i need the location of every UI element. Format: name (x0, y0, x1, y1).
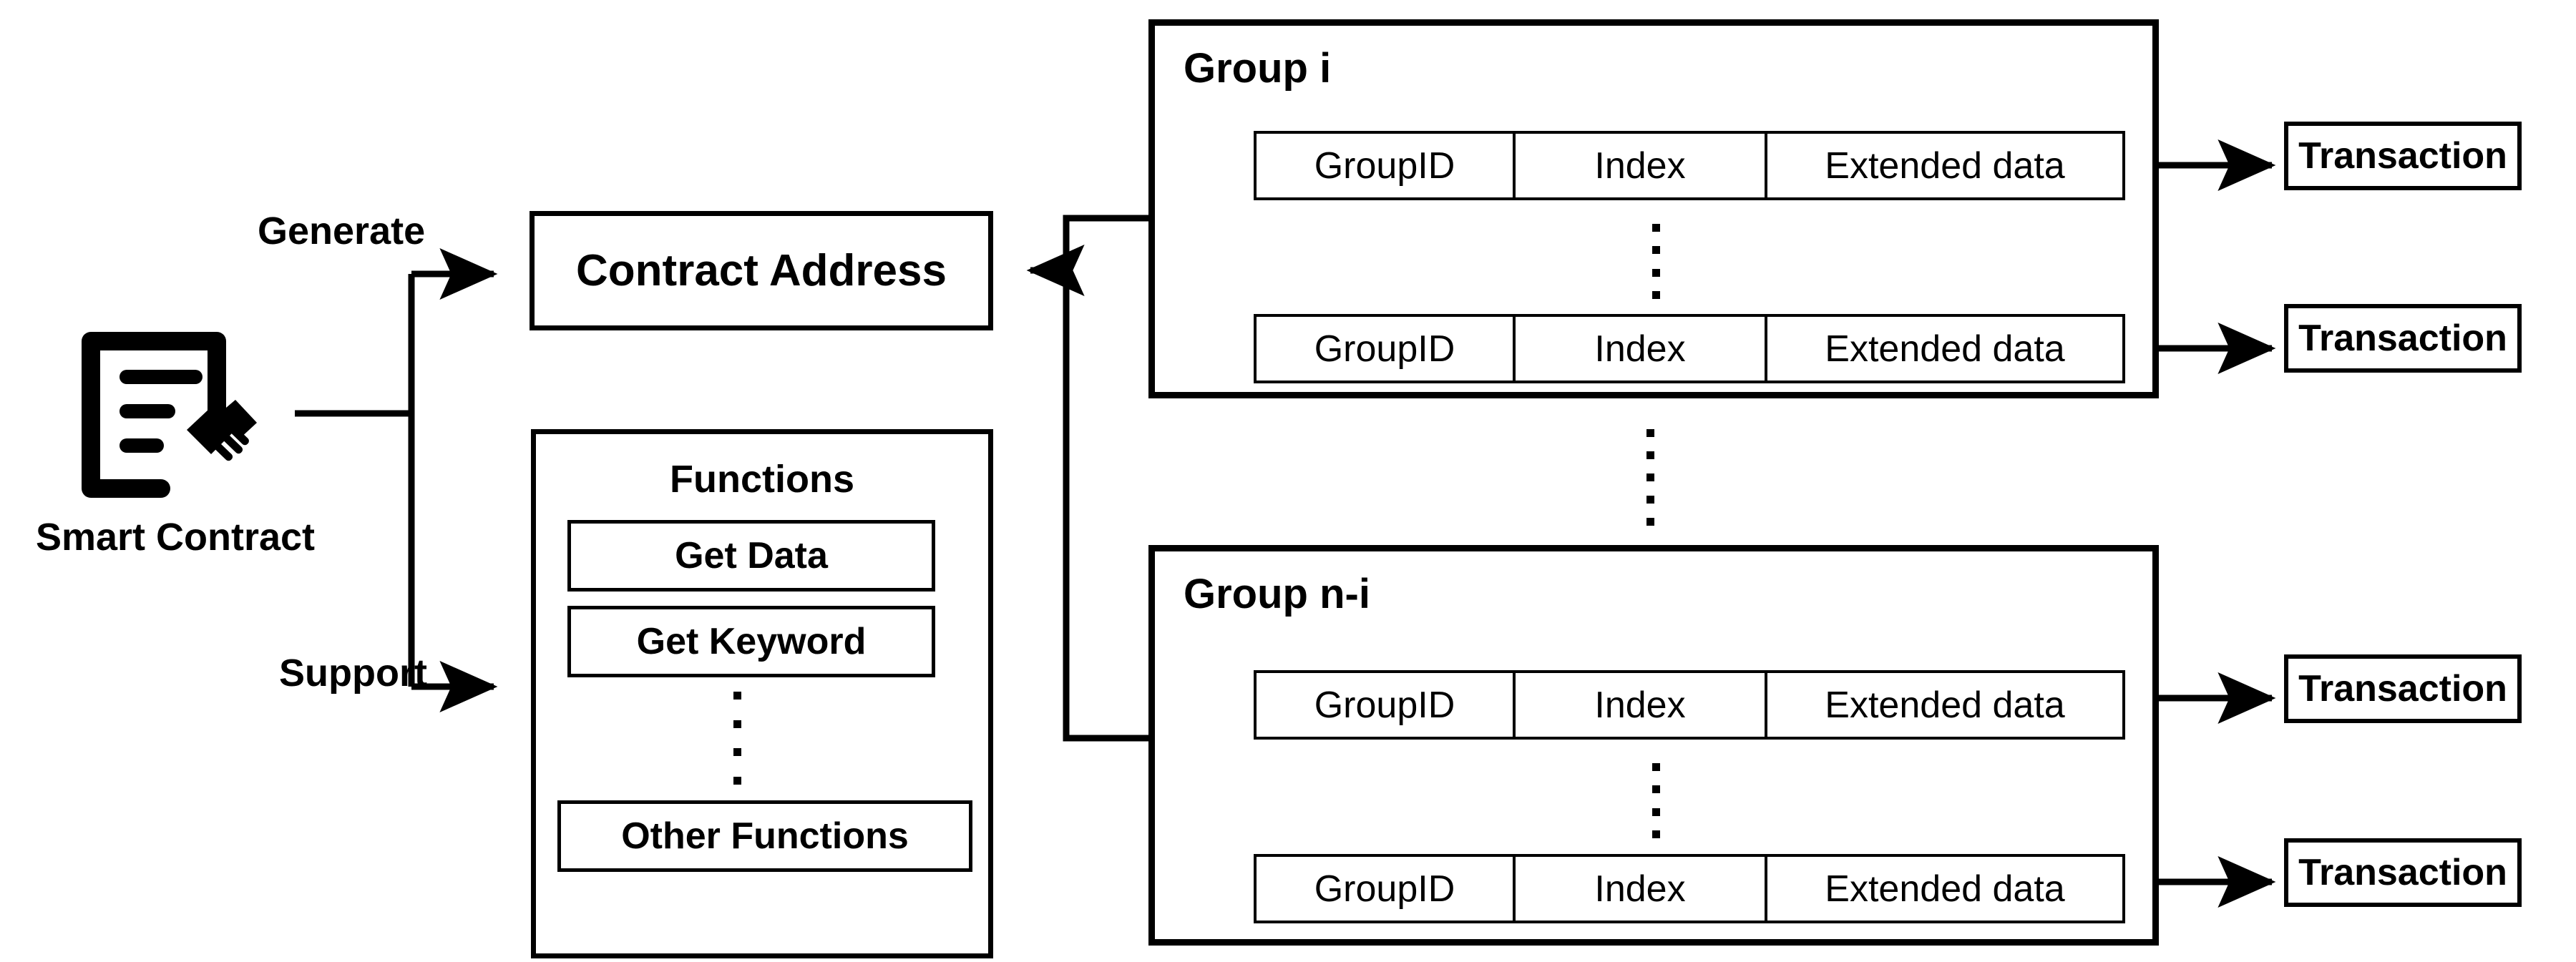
record-row[interactable]: GroupID Index Extended data (1254, 670, 2125, 740)
group-panel-n-i: Group n-i GroupID Index Extended data Gr… (1148, 545, 2159, 946)
wire-smartcontract-branch (295, 274, 415, 687)
function-item-get-data[interactable]: Get Data (567, 520, 935, 592)
function-item-label: Get Keyword (636, 621, 867, 662)
functions-title: Functions (670, 458, 854, 501)
record-cell-index: Index (1513, 857, 1765, 921)
group-rows-ellipsis-dots (1652, 224, 1660, 299)
record-cell-extended-data: Extended data (1765, 857, 2122, 921)
contract-address-box[interactable]: Contract Address (530, 211, 993, 330)
smart-contract-icon (75, 325, 283, 504)
transaction-box[interactable]: Transaction (2284, 654, 2522, 723)
edge-label-support: Support (279, 652, 427, 694)
record-cell-groupid: GroupID (1314, 684, 1455, 726)
transaction-label: Transaction (2298, 668, 2507, 710)
transaction-label: Transaction (2298, 135, 2507, 177)
function-item-label: Other Functions (621, 815, 909, 857)
record-cell-groupid: GroupID (1314, 144, 1455, 187)
contract-address-label: Contract Address (576, 246, 947, 295)
inter-group-ellipsis-dots (1646, 429, 1654, 526)
transaction-box[interactable]: Transaction (2284, 304, 2522, 373)
group-rows-ellipsis-dots (1652, 763, 1660, 838)
transaction-box[interactable]: Transaction (2284, 122, 2522, 190)
record-row[interactable]: GroupID Index Extended data (1254, 131, 2125, 200)
record-cell-extended-data: Extended data (1765, 317, 2122, 381)
record-cell-extended-data: Extended data (1765, 134, 2122, 197)
group-title: Group i (1184, 45, 1332, 92)
record-row[interactable]: GroupID Index Extended data (1254, 854, 2125, 923)
functions-panel: Functions Get Data Get Keyword Other Fun… (531, 429, 993, 958)
edge-label-generate: Generate (258, 210, 426, 252)
smart-contract-caption: Smart Contract (35, 516, 316, 559)
wire-groups-riser (1063, 215, 1148, 742)
functions-ellipsis-dots (733, 692, 741, 785)
function-item-get-keyword[interactable]: Get Keyword (567, 606, 935, 677)
group-title: Group n-i (1184, 571, 1370, 617)
record-cell-groupid: GroupID (1314, 328, 1455, 370)
record-cell-index: Index (1513, 673, 1765, 737)
record-cell-index: Index (1513, 317, 1765, 381)
record-cell-extended-data: Extended data (1765, 673, 2122, 737)
group-panel-i: Group i GroupID Index Extended data Grou… (1148, 19, 2159, 398)
transaction-box[interactable]: Transaction (2284, 838, 2522, 907)
function-item-other-functions[interactable]: Other Functions (557, 800, 972, 872)
transaction-label: Transaction (2298, 318, 2507, 359)
record-cell-groupid: GroupID (1314, 868, 1455, 910)
transaction-label: Transaction (2298, 852, 2507, 893)
record-row[interactable]: GroupID Index Extended data (1254, 314, 2125, 383)
function-item-label: Get Data (675, 535, 828, 576)
record-cell-index: Index (1513, 134, 1765, 197)
